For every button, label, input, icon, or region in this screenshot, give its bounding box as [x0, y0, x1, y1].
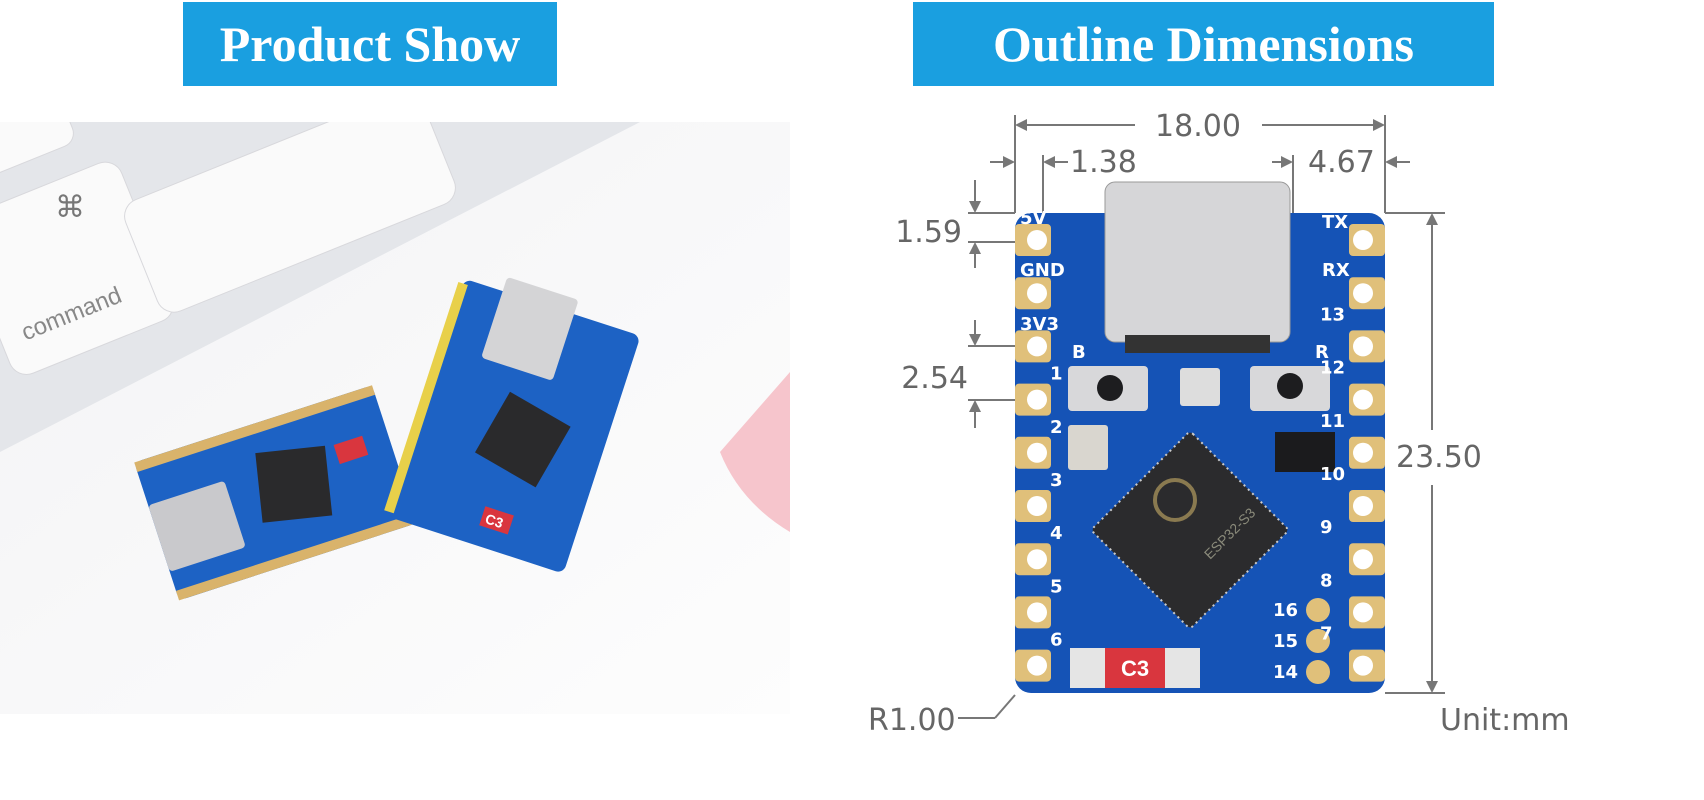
product-show-banner: Product Show	[183, 2, 557, 86]
inner-pad	[1306, 598, 1330, 622]
inner-pin-label: 14	[1273, 662, 1298, 683]
left-pin-label: 3	[1050, 470, 1063, 491]
board-label: C3	[483, 510, 505, 531]
left-pin-label: 1	[1050, 364, 1063, 385]
left-pin-label: GND	[1020, 260, 1065, 281]
top-margin-dimension: 1.59	[895, 215, 962, 250]
right-pad-hole	[1353, 336, 1373, 357]
outline-dimensions-diagram: 18.00 1.38 4.67 1.59 2.54 23.50 R1.00 Un…	[868, 109, 1570, 738]
unit-label: Unit:mm	[1440, 703, 1570, 738]
corner-radius-dimension: R1.00	[868, 703, 956, 738]
inner-pad	[1306, 629, 1330, 653]
board-upright: C3	[384, 277, 639, 572]
width-dimension: 18.00	[1155, 109, 1241, 144]
left-pad-hole	[1027, 549, 1047, 570]
rgb-led	[1180, 368, 1220, 406]
product-photo: ⌘ command C3	[0, 122, 790, 714]
usb-right-offset-dimension: 4.67	[1308, 145, 1375, 180]
right-pad-hole	[1353, 442, 1373, 463]
right-pin-label: 13	[1320, 304, 1345, 325]
right-pad-hole	[1353, 602, 1373, 623]
inner-pad	[1306, 660, 1330, 684]
right-pin-label: 8	[1320, 570, 1333, 591]
left-pad-hole	[1027, 442, 1047, 463]
c3-label: C3	[1121, 656, 1149, 681]
pink-object	[720, 372, 790, 532]
esp32-chip	[1091, 431, 1289, 629]
right-pin-label: 9	[1320, 517, 1333, 538]
espressif-logo-icon	[1153, 478, 1197, 522]
pin-pitch-dimension: 2.54	[901, 361, 968, 396]
left-pad-hole	[1027, 389, 1047, 410]
right-pin-label: 12	[1320, 358, 1345, 379]
right-pin-label: RX	[1322, 260, 1350, 281]
right-pad-hole	[1353, 496, 1373, 516]
right-pin-label: 11	[1320, 411, 1345, 432]
left-pin-label: 6	[1050, 630, 1063, 651]
right-pin-label: TX	[1322, 212, 1348, 233]
right-pad-hole	[1353, 389, 1373, 410]
left-pin-label: 5	[1050, 576, 1063, 597]
left-pad-hole	[1027, 655, 1047, 676]
usb-c-pins	[1125, 335, 1270, 353]
inner-pin-label: 16	[1273, 600, 1298, 621]
right-pad-hole	[1353, 549, 1373, 570]
left-pin-label: 4	[1050, 523, 1063, 544]
left-pin-label: 2	[1050, 417, 1063, 438]
right-pad-hole	[1353, 283, 1373, 304]
board-flat	[134, 385, 417, 601]
regulator	[1275, 432, 1335, 472]
left-pin-label: 5V	[1020, 208, 1047, 229]
height-dimension: 23.50	[1396, 440, 1482, 475]
right-pin-label: 10	[1320, 464, 1345, 485]
inner-pin-label: 15	[1273, 631, 1298, 652]
left-pad-hole	[1027, 283, 1047, 304]
boot-button-label: B	[1072, 342, 1086, 363]
command-symbol: ⌘	[55, 191, 85, 224]
keyboard: ⌘ command	[0, 122, 640, 452]
reset-button-label: R	[1315, 342, 1329, 363]
usb-left-offset-dimension: 1.38	[1070, 145, 1137, 180]
crystal	[1068, 425, 1108, 470]
outline-dimensions-banner: Outline Dimensions	[913, 2, 1494, 86]
right-pad-hole	[1353, 655, 1373, 676]
left-pin-label: 3V3	[1020, 314, 1059, 335]
left-pad-hole	[1027, 230, 1047, 250]
left-pad-hole	[1027, 336, 1047, 357]
right-pin-label: 7	[1320, 624, 1333, 645]
right-pad-hole	[1353, 230, 1373, 250]
usb-c-connector	[1104, 181, 1291, 343]
left-pad-hole	[1027, 496, 1047, 516]
left-pad-hole	[1027, 602, 1047, 623]
dimension-arrows	[969, 119, 1438, 693]
